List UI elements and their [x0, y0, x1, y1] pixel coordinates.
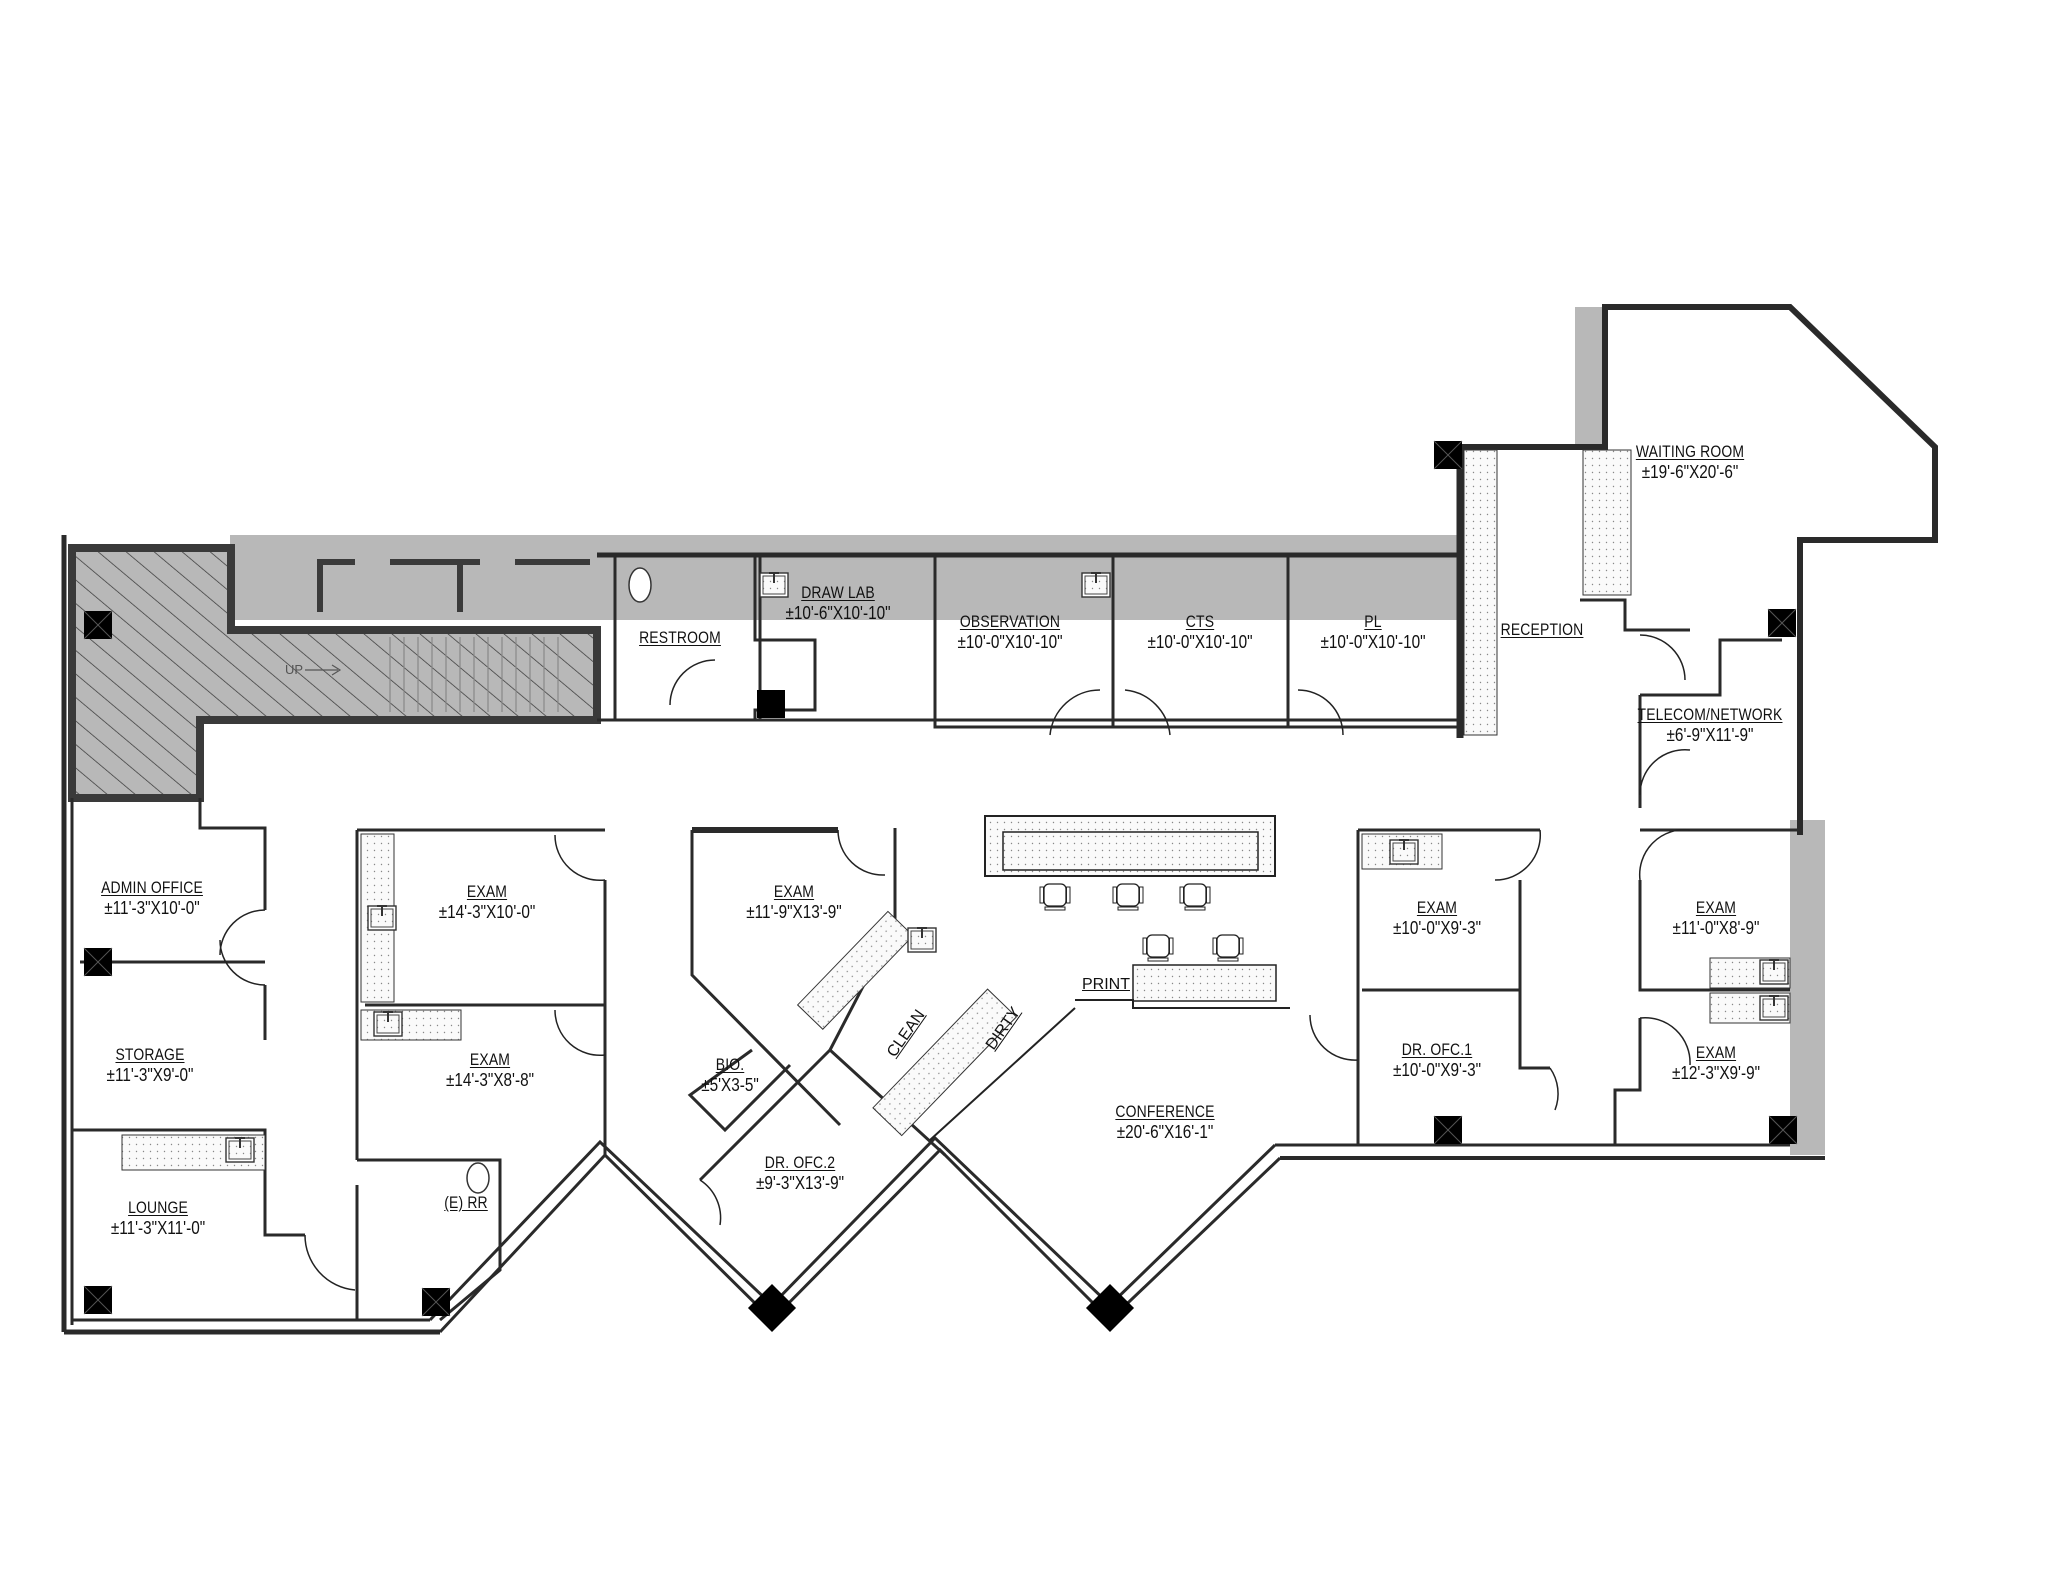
room-name: CTS	[1185, 612, 1215, 631]
room-draw-lab: DRAW LAB ±10'-6"X10'-10"	[776, 583, 900, 623]
room-exam-1: EXAM ±14'-3"X10'-0"	[430, 882, 544, 922]
right-rooms-walls	[1356, 828, 1800, 1145]
room-exam-3: EXAM ±11'-9"X13'-9"	[738, 882, 850, 922]
counter-label-print: PRINT	[1082, 976, 1130, 993]
room-name: EXAM	[1416, 898, 1458, 917]
workstations	[796, 815, 1290, 1141]
room-dimensions: ±10'-0"X10'-10"	[957, 631, 1063, 652]
room-restroom: RESTROOM	[630, 628, 730, 648]
room-dimensions: ±12'-3"X9'-9"	[1671, 1062, 1761, 1083]
room-name: EXAM	[1695, 898, 1737, 917]
reception-counter-left	[1463, 449, 1498, 736]
room-dimensions: ±10'-6"X10'-10"	[785, 602, 891, 623]
room-name: RESTROOM	[639, 628, 721, 647]
stair-up-label: UP	[285, 662, 303, 677]
room-name: DR. OFC.2	[764, 1153, 836, 1172]
room-name: EXAM	[773, 882, 815, 901]
door-swings	[219, 634, 1691, 1291]
toilet-icon	[628, 567, 652, 603]
room-name: ADMIN OFFICE	[101, 878, 203, 897]
room-name: LOUNGE	[128, 1198, 188, 1217]
reception-counter-right	[1582, 449, 1632, 596]
room-bio: BIO. ±5'X3-5"	[696, 1055, 764, 1095]
room-observation: OBSERVATION ±10'-0"X10'-10"	[948, 612, 1072, 652]
room-e-rr: (E) RR	[439, 1193, 492, 1213]
stair-treads	[389, 637, 559, 712]
exam-left-walls	[355, 828, 607, 1322]
room-name: EXAM	[466, 882, 508, 901]
room-name: TELECOM/NETWORK	[1637, 705, 1783, 724]
room-waiting-room: WAITING ROOM ±19'-6"X20'-6"	[1624, 442, 1756, 482]
room-dimensions: ±20'-6"X16'-1"	[1116, 1121, 1214, 1142]
room-exam-6: EXAM ±12'-3"X9'-9"	[1664, 1043, 1768, 1083]
room-name: DR. OFC.1	[1401, 1040, 1473, 1059]
room-dimensions: ±10'-0"X9'-3"	[1392, 917, 1482, 938]
room-name: EXAM	[1695, 1043, 1737, 1062]
room-dimensions: ±14'-3"X8'-8"	[445, 1069, 535, 1090]
room-lounge: LOUNGE ±11'-3"X11'-0"	[103, 1198, 214, 1238]
room-dimensions: ±14'-3"X10'-0"	[438, 901, 536, 922]
room-name: (E) RR	[444, 1193, 488, 1212]
room-name: STORAGE	[115, 1045, 185, 1064]
room-exam-4: EXAM ±10'-0"X9'-3"	[1385, 898, 1489, 938]
room-name: PL	[1364, 612, 1382, 631]
room-dimensions: ±10'-0"X10'-10"	[1147, 631, 1253, 652]
toilet-icon	[466, 1162, 490, 1194]
room-name: BIO.	[715, 1055, 745, 1074]
room-exam-5: EXAM ±11'-0"X8'-9"	[1665, 898, 1767, 938]
room-dimensions: ±11'-3"X10'-0"	[104, 897, 200, 918]
room-dr-ofc-1: DR. OFC.1 ±10'-0"X9'-3"	[1385, 1040, 1489, 1080]
room-name: RECEPTION	[1500, 620, 1584, 639]
room-dimensions: ±10'-0"X9'-3"	[1392, 1059, 1482, 1080]
room-reception: RECEPTION	[1492, 620, 1593, 640]
room-dimensions: ±11'-9"X13'-9"	[746, 901, 842, 922]
room-dimensions: ±6'-9"X11'-9"	[1666, 724, 1754, 745]
room-dimensions: ±19'-6"X20'-6"	[1641, 461, 1739, 482]
room-dimensions: ±11'-3"X11'-0"	[110, 1217, 206, 1238]
room-exam-2: EXAM ±14'-3"X8'-8"	[438, 1050, 542, 1090]
room-dimensions: ±11'-3"X9'-0"	[106, 1064, 194, 1085]
building-core	[230, 307, 1825, 1155]
reception-walls	[1456, 304, 1938, 835]
room-name: DRAW LAB	[801, 583, 875, 602]
room-dimensions: ±9'-3"X13'-9"	[755, 1172, 845, 1193]
core-stalls	[317, 559, 590, 612]
room-conference: CONFERENCE ±20'-6"X16'-1"	[1104, 1102, 1225, 1142]
room-dimensions: ±5'X3-5"	[701, 1074, 759, 1095]
room-cts: CTS ±10'-0"X10'-10"	[1138, 612, 1262, 652]
room-name: OBSERVATION	[959, 612, 1061, 631]
room-name: CONFERENCE	[1115, 1102, 1215, 1121]
room-telecom-network: TELECOM/NETWORK ±6'-9"X11'-9"	[1622, 705, 1799, 745]
room-dimensions: ±10'-0"X10'-10"	[1320, 631, 1426, 652]
room-dr-ofc-2: DR. OFC.2 ±9'-3"X13'-9"	[748, 1153, 852, 1193]
room-storage: STORAGE ±11'-3"X9'-0"	[99, 1045, 201, 1085]
draw-lab-column	[757, 690, 785, 718]
room-dimensions: ±11'-0"X8'-9"	[1672, 917, 1760, 938]
top-rooms-walls	[613, 553, 1462, 729]
room-admin-office: ADMIN OFFICE ±11'-3"X10'-0"	[90, 878, 214, 918]
room-pl: PL ±10'-0"X10'-10"	[1311, 612, 1435, 652]
room-name: WAITING ROOM	[1635, 442, 1745, 461]
room-name: EXAM	[469, 1050, 511, 1069]
